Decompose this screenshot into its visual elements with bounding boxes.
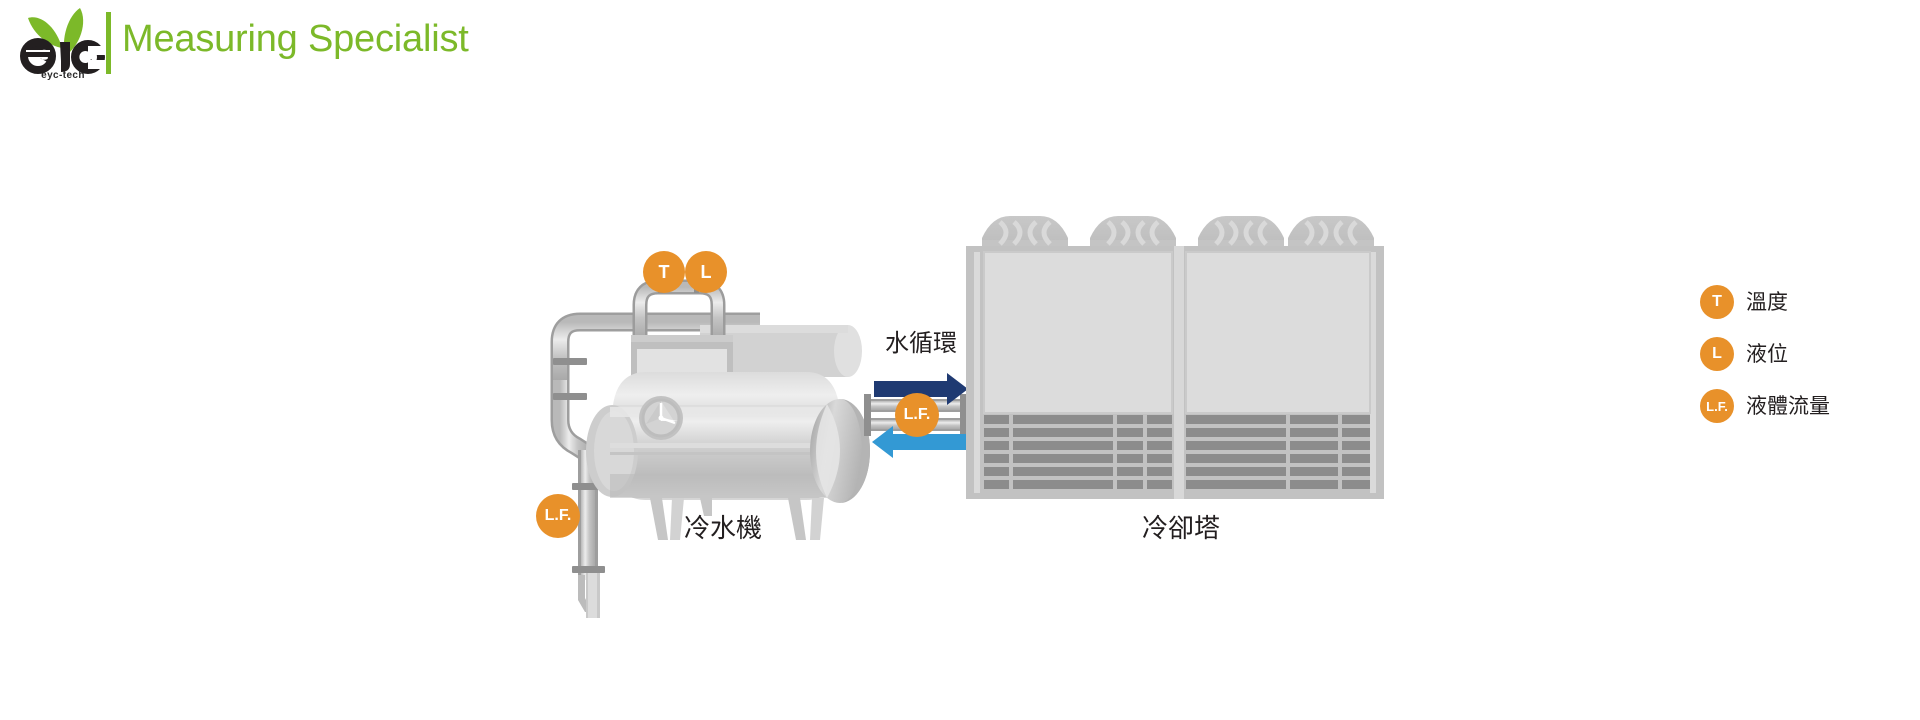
brand-logo: eyc-tech [20,4,106,88]
cooling-tower-unit [966,216,1384,499]
cooling-tower-label: 冷卻塔 [1142,514,1221,544]
supply-arrow [874,373,968,405]
legend-panel: T 溫度 L 液位 L.F. 液體流量 [1700,283,1900,439]
legend-label-level: 液位 [1746,342,1788,366]
flow-arrows [872,373,968,458]
marker-chiller-level[interactable]: L [685,251,727,293]
marker-chiller-temperature[interactable]: T [643,251,685,293]
cooling-tower-louvers-left [984,415,1172,489]
header-divider [106,12,111,74]
legend-badge-temperature: T [1700,285,1734,319]
legend-item-liquid-flow: L.F. 液體流量 [1700,387,1900,439]
legend-label-liquid-flow: 液體流量 [1746,394,1830,418]
marker-chiller-drain-flow[interactable]: L.F. [536,494,580,538]
cooling-tower-louvers-right [1186,415,1370,489]
legend-item-temperature: T 溫度 [1700,283,1900,335]
chiller-unit [550,279,980,618]
logo-tagline: eyc-tech [41,70,85,81]
marker-circulation-flow[interactable]: L.F. [895,393,939,437]
page-header: eyc-tech Measuring Specialist [0,0,1920,92]
cooling-tower-panels [983,251,1371,414]
legend-item-level: L 液位 [1700,335,1900,387]
fan-unit-3 [1198,216,1284,248]
chiller-pressure-gauge-icon [639,396,683,440]
eyc-logo-icon [20,8,106,74]
legend-badge-liquid-flow: L.F. [1700,389,1734,423]
chiller-label: 冷水機 [684,514,763,544]
water-circulation-label: 水循環 [885,329,957,357]
fan-unit-1 [982,216,1068,248]
chiller-left-pipe [550,312,760,618]
page-title: Measuring Specialist [122,18,469,60]
return-arrow [872,426,966,458]
fan-unit-2 [1090,216,1176,248]
legend-badge-level: L [1700,337,1734,371]
cooling-tower-fans [982,216,1374,248]
fan-unit-4 [1288,216,1374,248]
legend-label-temperature: 溫度 [1746,290,1788,314]
